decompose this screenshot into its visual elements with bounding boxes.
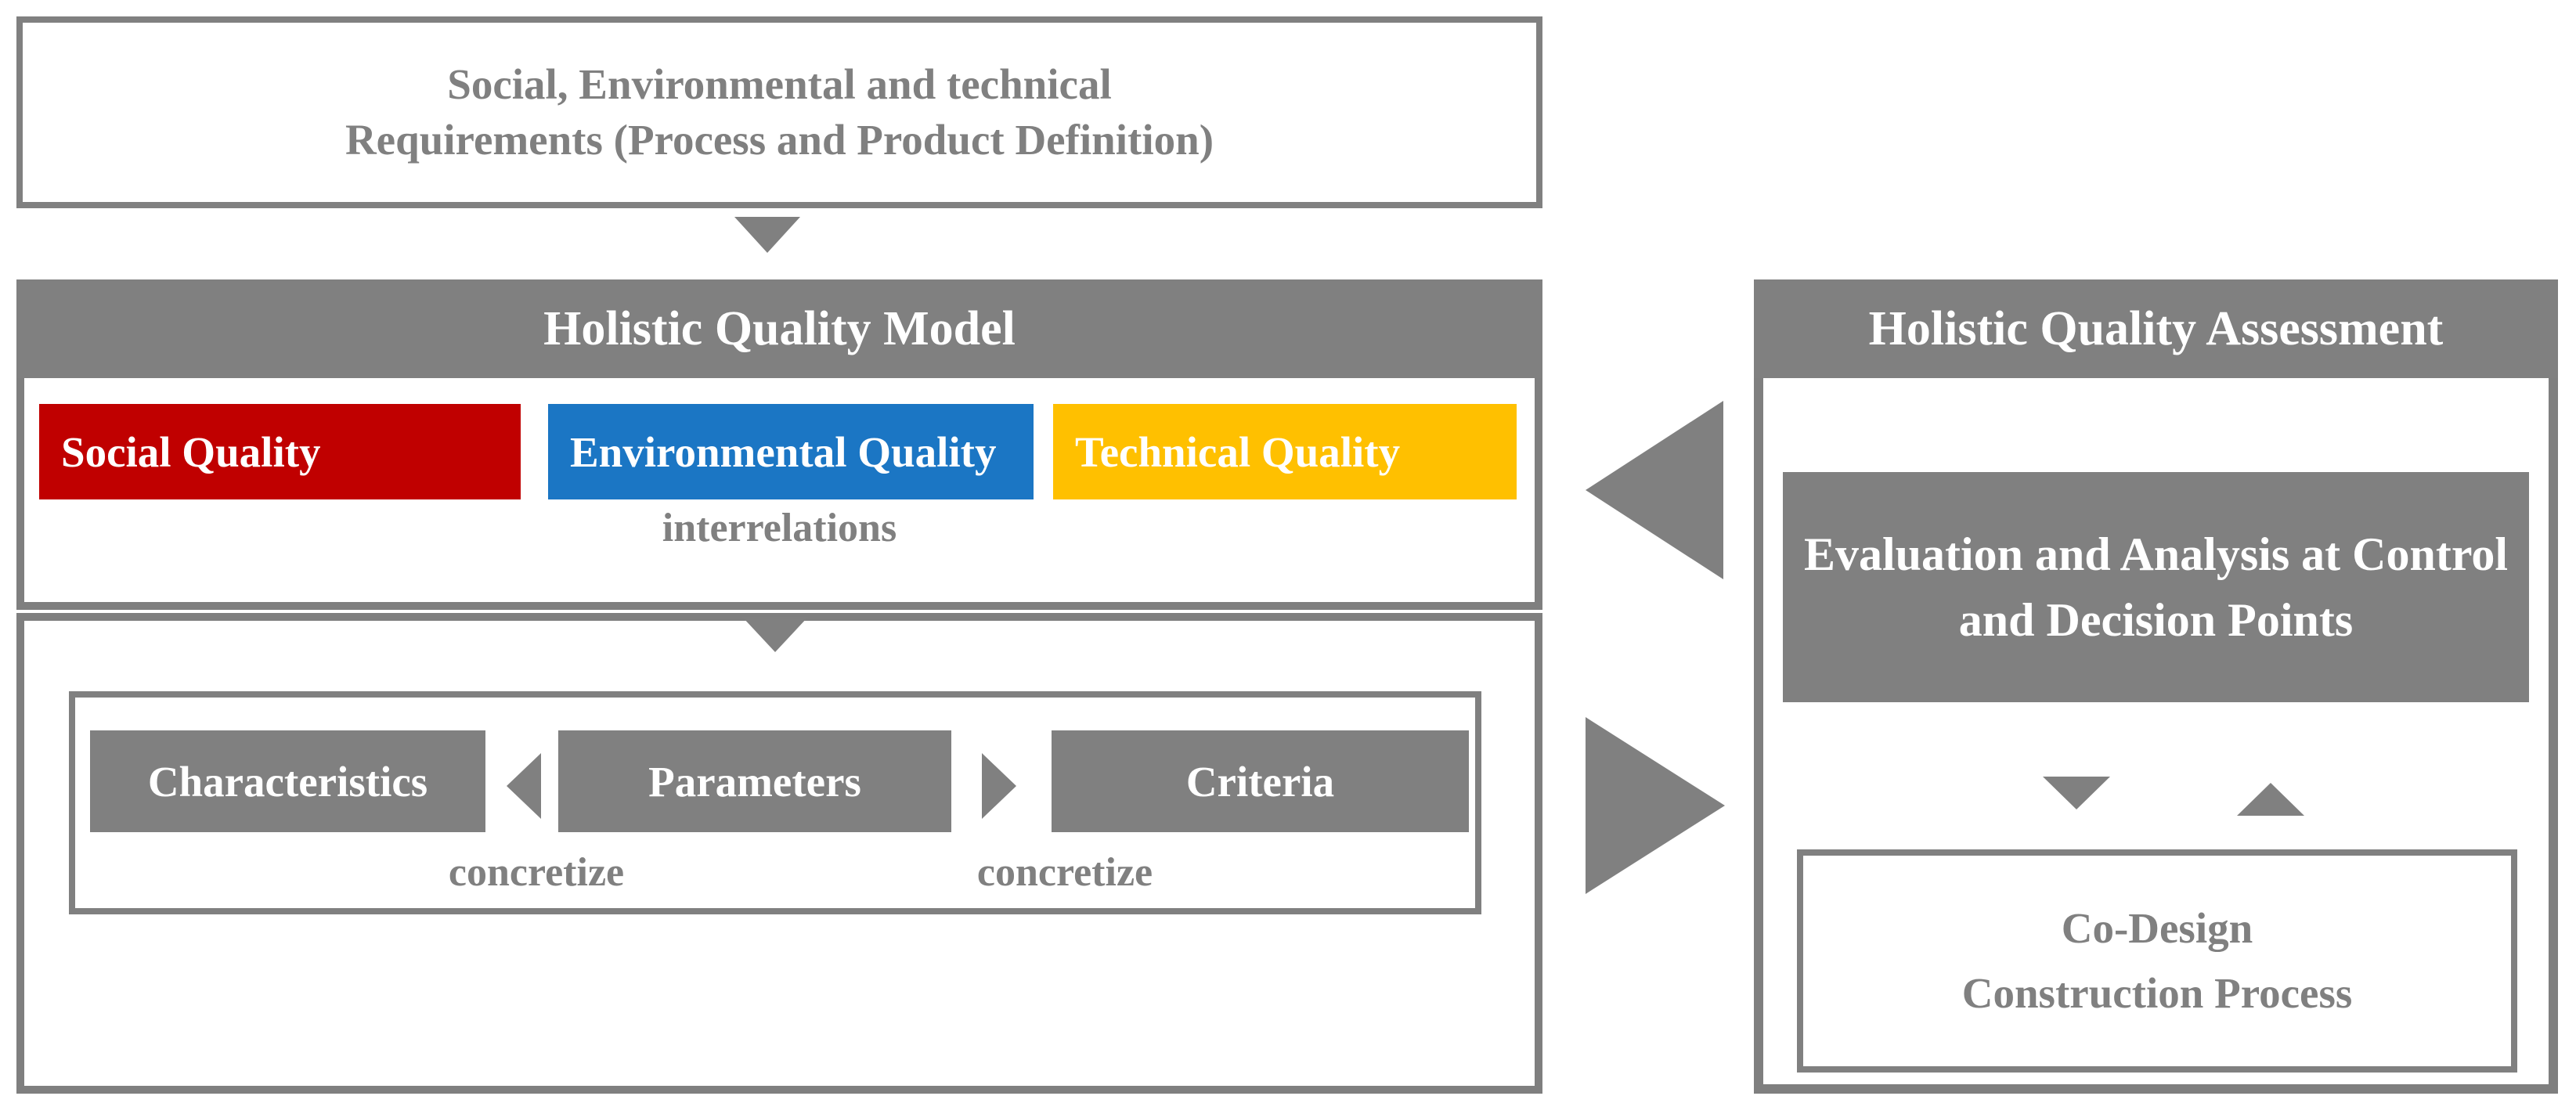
environmental-quality-label: Environmental Quality	[570, 427, 997, 476]
social-quality-box: Social Quality	[39, 404, 521, 499]
evaluation-line-2: and Decision Points	[1958, 594, 2354, 646]
requirements-line-1: Social, Environmental and technical	[447, 60, 1112, 109]
concretize-right-label: concretize	[976, 850, 1153, 895]
arrow-down-icon	[734, 217, 800, 253]
criteria-label: Criteria	[1185, 757, 1335, 806]
arrow-right-icon	[982, 753, 1016, 819]
interrelations-label: interrelations	[662, 506, 897, 550]
arrow-down-icon	[742, 617, 808, 652]
arrow-left-icon	[507, 753, 541, 819]
characteristics-label: Characteristics	[147, 757, 428, 806]
evaluation-box: Evaluation and Analysis at Control and D…	[1783, 472, 2529, 702]
holistic-quality-assessment-header: Holistic Quality Assessment	[1754, 279, 2558, 378]
evaluation-line-1: Evaluation and Analysis at Control	[1803, 528, 2509, 580]
social-quality-label: Social Quality	[61, 427, 321, 476]
codesign-line-1: Co-Design	[2061, 904, 2253, 952]
characteristics-box: Characteristics	[90, 730, 485, 832]
requirements-line-2: Requirements (Process and Product Defini…	[345, 115, 1214, 164]
big-arrow-left-icon	[1586, 401, 1723, 579]
concretize-left-label: concretize	[448, 850, 625, 895]
codesign-line-2: Construction Process	[1961, 968, 2353, 1017]
holistic-quality-model-header: Holistic Quality Model	[16, 279, 1542, 378]
technical-quality-box: Technical Quality	[1053, 404, 1517, 499]
arrow-down-icon	[2043, 777, 2110, 809]
codesign-box: Co-Design Construction Process	[1797, 849, 2517, 1073]
requirements-box: Social, Environmental and technical Requ…	[16, 16, 1542, 208]
parameters-label: Parameters	[648, 757, 861, 806]
technical-quality-label: Technical Quality	[1075, 427, 1401, 476]
environmental-quality-box: Environmental Quality	[548, 404, 1034, 499]
arrow-up-icon	[2237, 783, 2304, 816]
holistic-quality-assessment-title: Holistic Quality Assessment	[1868, 301, 2444, 355]
holistic-quality-model-title: Holistic Quality Model	[543, 301, 1016, 355]
parameters-box: Parameters	[558, 730, 951, 832]
criteria-box: Criteria	[1052, 730, 1469, 832]
big-arrow-right-icon	[1586, 717, 1725, 894]
